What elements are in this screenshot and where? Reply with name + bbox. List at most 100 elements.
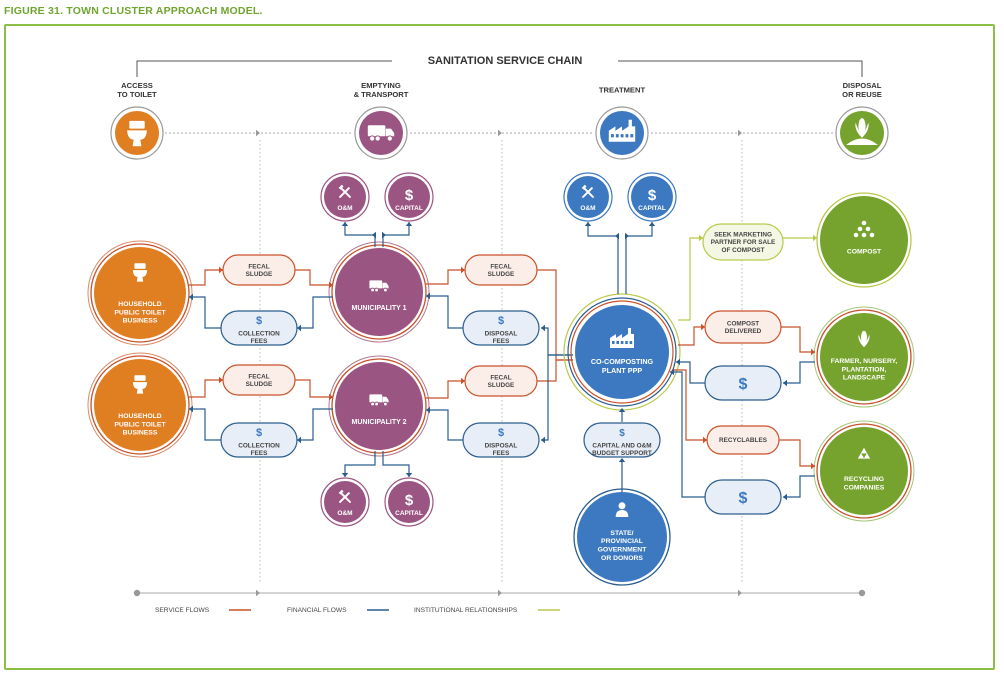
arrow-head <box>584 222 592 226</box>
stage-2: EMPTYING& TRANSPORT <box>354 81 409 160</box>
arrow-head <box>426 406 430 414</box>
legend-label: INSTITUTIONAL RELATIONSHIPS <box>414 607 518 614</box>
financial-line <box>783 361 815 384</box>
service-line <box>537 269 573 361</box>
government-label-line: GOVERNMENT <box>598 547 648 554</box>
fecal-sludge-to-plant-pill-1-label-line: SLUDGE <box>488 271 515 278</box>
factory-window <box>620 134 624 138</box>
muni2-capital-node: $CAPITAL <box>384 477 434 527</box>
arrow-head <box>738 129 742 137</box>
toilet-tank <box>134 263 146 269</box>
small-node-body <box>388 176 430 218</box>
left-flow-lines <box>189 266 333 444</box>
arrow-head <box>541 324 545 332</box>
service-ring <box>570 300 674 404</box>
financial-line <box>670 371 705 498</box>
factory-window <box>611 134 614 138</box>
arrow-head <box>618 408 626 412</box>
dollar-icon: $ <box>619 428 625 439</box>
stage-label: EMPTYING& TRANSPORT <box>354 81 409 99</box>
arrow-head <box>219 376 223 384</box>
muni1-capital-node: $CAPITAL <box>384 172 434 222</box>
arrow-head <box>676 358 680 366</box>
dollar-icon: $ <box>405 187 414 204</box>
figure-frame <box>4 24 995 670</box>
arrow-head <box>498 589 502 597</box>
fecal-sludge-pill-2-label-line: SLUDGE <box>246 381 273 388</box>
outer-ring <box>87 240 193 346</box>
timeline-end-dot <box>858 589 866 597</box>
toilet-icon <box>132 263 148 282</box>
truck-tank <box>369 280 383 289</box>
truck-wheel <box>369 135 376 142</box>
ring <box>816 423 912 519</box>
factory-icon <box>608 119 636 142</box>
disposal-fees-pill-2-label-line: DISPOSAL <box>485 442 518 449</box>
budget-support-pill-label-line: CAPITAL AND O&M <box>592 442 651 449</box>
arrow-head <box>256 589 260 597</box>
recyclables-payment-pill: $ <box>704 479 782 515</box>
recycle-arrow <box>857 453 865 459</box>
recyclables-pill: RECYCLABLES <box>706 425 780 455</box>
factory-window <box>629 341 633 344</box>
seek-marketing-pill-label-line: OF COMPOST <box>722 247 765 254</box>
arrow-head <box>541 436 545 444</box>
tools-icon <box>338 489 351 503</box>
dollar-icon: $ <box>498 427 504 439</box>
arrow-head <box>783 493 787 501</box>
ring <box>331 358 427 454</box>
financial-line <box>426 409 463 441</box>
factory-window <box>616 341 619 344</box>
financial-line <box>382 451 410 477</box>
toilet-tank <box>129 120 145 129</box>
seek-marketing-pill-label-line: SEEK MARKETING <box>714 231 772 238</box>
household-label-line: PUBLIC TOILET <box>114 421 166 428</box>
capital-label: CAPITAL <box>395 510 423 517</box>
om-label: O&M <box>580 205 595 212</box>
factory-window <box>620 341 624 344</box>
stage-label-line: TREATMENT <box>599 86 646 95</box>
om-label: O&M <box>337 205 352 212</box>
service-line <box>672 369 707 441</box>
service-line <box>189 379 223 398</box>
financial-line <box>587 222 619 294</box>
output-label-line: COMPANIES <box>844 485 885 492</box>
municipality-node-2: MUNICIPALITY 2 <box>328 355 430 457</box>
arrow-head <box>738 589 742 597</box>
outer-ring <box>813 420 915 522</box>
hammer-handle <box>340 187 351 198</box>
recycle-arrow <box>863 453 871 459</box>
financial-line <box>541 354 573 441</box>
financial-line <box>382 222 410 247</box>
circle-body <box>820 427 908 515</box>
arrow-head <box>703 436 707 444</box>
fecal-sludge-pill-2-label-line: FECAL <box>248 373 269 380</box>
stage-label-line: EMPTYING <box>361 81 401 90</box>
muni2-om-node: O&M <box>320 477 370 527</box>
arrow-head <box>618 458 626 462</box>
outer-ring <box>87 352 193 458</box>
arrow-head <box>461 377 465 385</box>
stage-label-line: OR REUSE <box>842 90 882 99</box>
factory-window <box>630 134 634 138</box>
small-node-body <box>388 481 430 523</box>
compost-dot <box>857 226 863 232</box>
collection-fees-pill-1-label-line: FEES <box>251 338 268 345</box>
person-head <box>618 502 626 510</box>
output-label: COMPOST <box>847 248 882 255</box>
institutional-line <box>678 237 703 321</box>
financial-line <box>297 296 333 329</box>
